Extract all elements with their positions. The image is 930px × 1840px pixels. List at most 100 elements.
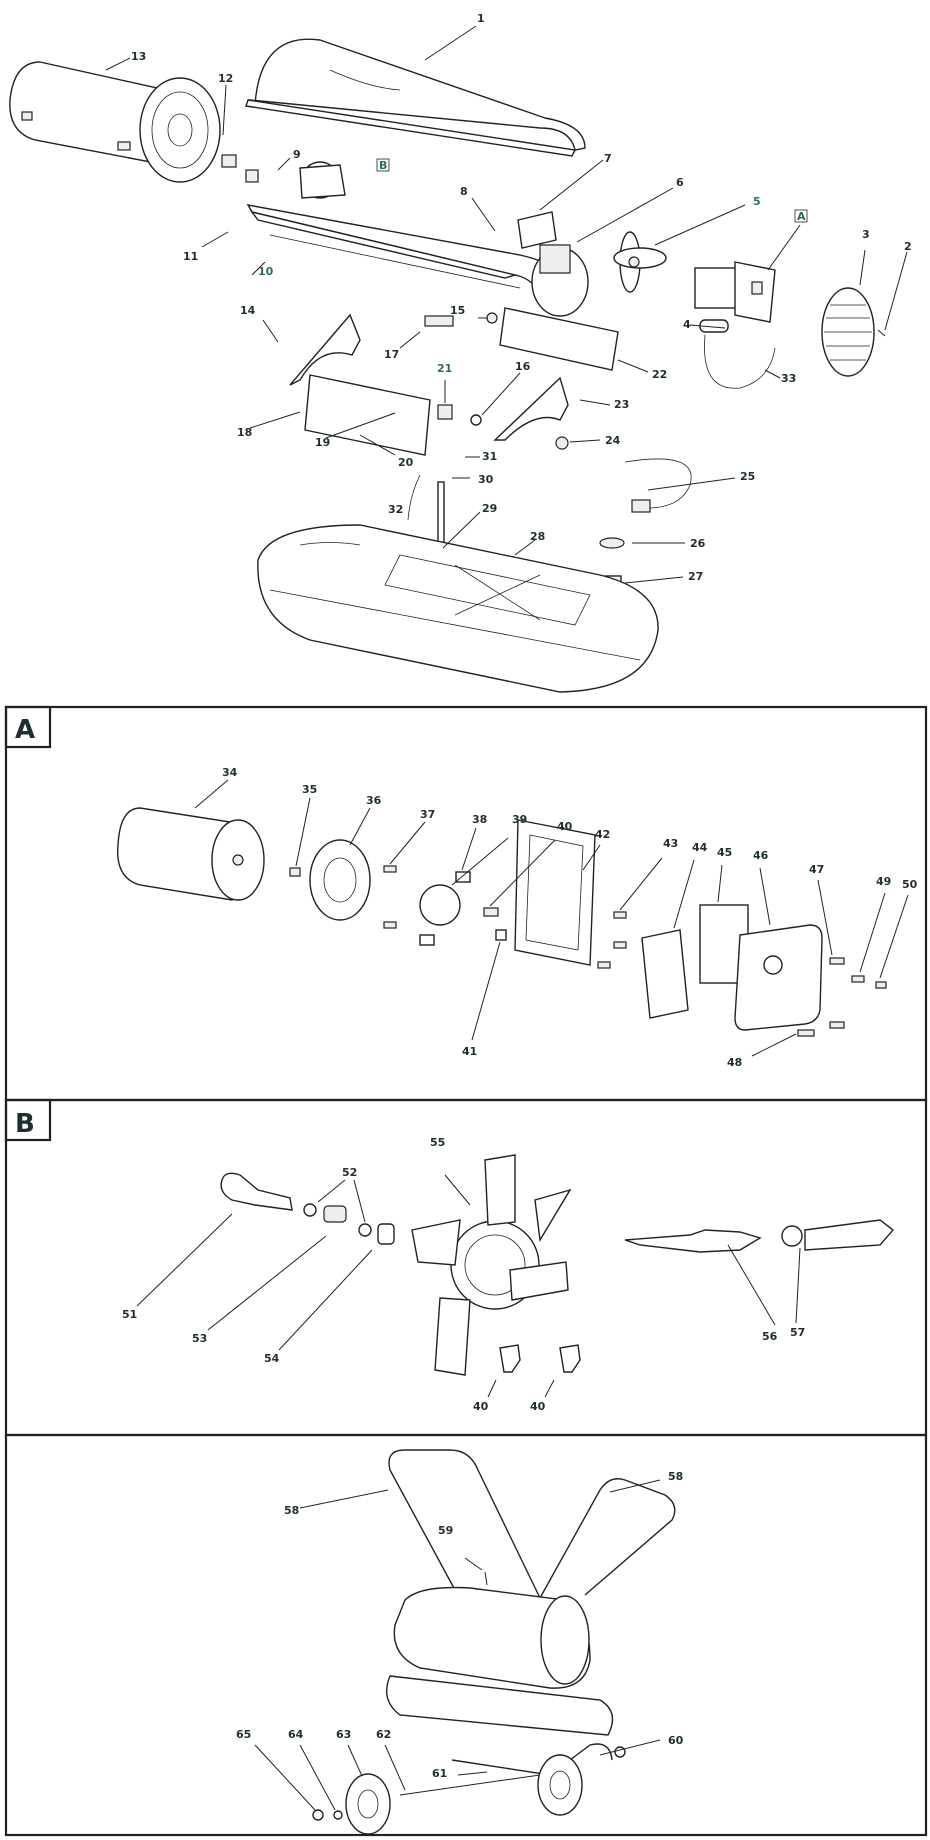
label-2: 2	[904, 240, 912, 253]
label-46: 46	[753, 849, 769, 862]
label-47: 47	[809, 863, 824, 876]
label-5: 5	[753, 195, 761, 208]
section-C-leaders	[254, 1479, 661, 1811]
section-B-leaders	[136, 1174, 801, 1398]
part-25-power-cord	[624, 458, 692, 513]
label-6: 6	[676, 176, 684, 189]
label-64: 64	[288, 1728, 304, 1741]
label-39: 39	[512, 813, 527, 826]
label-8: 8	[460, 185, 468, 198]
section-C-parts	[312, 1449, 676, 1835]
label-16: 16	[515, 360, 531, 373]
part-13-rear-cylinder	[9, 61, 221, 183]
part-16-ring	[470, 414, 482, 426]
label-20: 20	[398, 456, 414, 469]
label-12: 12	[218, 72, 233, 85]
section-C	[4, 1433, 928, 1837]
label-59: 59	[438, 1524, 453, 1537]
label-28: 28	[530, 530, 545, 543]
label-65: 65	[236, 1728, 251, 1741]
part-21-switch	[437, 404, 453, 420]
label-4: 4	[683, 318, 691, 331]
label-36: 36	[366, 794, 382, 807]
label-11: 11	[183, 250, 198, 263]
part-3-grill	[821, 287, 875, 377]
label-41: 41	[462, 1045, 477, 1058]
section-C-frame	[4, 1433, 928, 1837]
svg-text:A: A	[797, 210, 806, 223]
label-27: 27	[688, 570, 703, 583]
label-10: 10	[258, 265, 274, 278]
part-23-support	[493, 376, 569, 441]
label-13: 13	[131, 50, 146, 63]
label-45: 45	[717, 846, 732, 859]
label-32: 32	[388, 503, 403, 516]
part-14-support	[289, 313, 361, 386]
label-3: 3	[862, 228, 870, 241]
section-B: B	[4, 1098, 928, 1437]
label-57: 57	[790, 1326, 805, 1339]
part-9-blower	[221, 154, 346, 199]
label-25: 25	[740, 470, 755, 483]
part-59-pin	[484, 1571, 488, 1586]
label-42: 42	[595, 828, 610, 841]
label-61: 61	[432, 1767, 447, 1780]
part-28-fuel-tank	[257, 524, 659, 693]
part-24-cap	[555, 436, 569, 450]
label-63: 63	[336, 1728, 351, 1741]
main-leaders	[105, 25, 908, 584]
label-55: 55	[430, 1136, 445, 1149]
label-14: 14	[240, 304, 256, 317]
part-17-terminal	[424, 315, 454, 327]
part-labels: 1 2 3 4 5 6 7 8 9 10 11 12 13 14 15 16 1…	[122, 12, 918, 1780]
label-44: 44	[692, 841, 708, 854]
label-49: 49	[876, 875, 891, 888]
label-34: 34	[222, 766, 238, 779]
section-A-parts	[116, 807, 887, 1037]
label-56: 56	[762, 1330, 778, 1343]
label-30: 30	[478, 473, 494, 486]
label-60: 60	[668, 1734, 684, 1747]
section-A-frame	[4, 705, 928, 1102]
label-33: 33	[781, 372, 796, 385]
label-17: 17	[384, 348, 399, 361]
label-1: 1	[477, 12, 485, 25]
section-B-title-box	[4, 1098, 52, 1142]
label-51: 51	[122, 1308, 137, 1321]
label-19: 19	[315, 436, 330, 449]
part-22-side-panel	[499, 307, 619, 371]
label-9: 9	[293, 148, 301, 161]
label-40: 40	[557, 820, 573, 833]
label-58-right: 58	[668, 1470, 683, 1483]
label-22: 22	[652, 368, 667, 381]
label-37: 37	[420, 808, 435, 821]
label-48: 48	[727, 1056, 742, 1069]
label-53: 53	[192, 1332, 207, 1345]
section-A-title: A	[15, 715, 35, 745]
svg-text:B: B	[379, 159, 387, 172]
section-A-leaders	[194, 779, 909, 1057]
part-2-screw	[877, 329, 886, 337]
part-33-cable	[704, 334, 776, 389]
part-26-gasket	[599, 537, 625, 549]
label-7: 7	[604, 152, 612, 165]
label-38: 38	[472, 813, 487, 826]
label-31: 31	[482, 450, 497, 463]
part-10-lower-body	[246, 204, 589, 317]
section-A-title-box	[4, 705, 52, 749]
section-B-title: B	[15, 1109, 35, 1139]
label-40-b2: 40	[530, 1400, 546, 1413]
label-24: 24	[605, 434, 621, 447]
label-18: 18	[237, 426, 252, 439]
label-26: 26	[690, 537, 706, 550]
label-21: 21	[437, 362, 452, 375]
label-58-left: 58	[284, 1504, 299, 1517]
label-43: 43	[663, 837, 678, 850]
section-B-parts	[220, 1154, 895, 1376]
ref-tag-A: A	[794, 209, 808, 223]
part-15-fitting	[486, 312, 498, 324]
label-52: 52	[342, 1166, 357, 1179]
label-35: 35	[302, 783, 317, 796]
part-18-side-panel	[304, 374, 431, 456]
